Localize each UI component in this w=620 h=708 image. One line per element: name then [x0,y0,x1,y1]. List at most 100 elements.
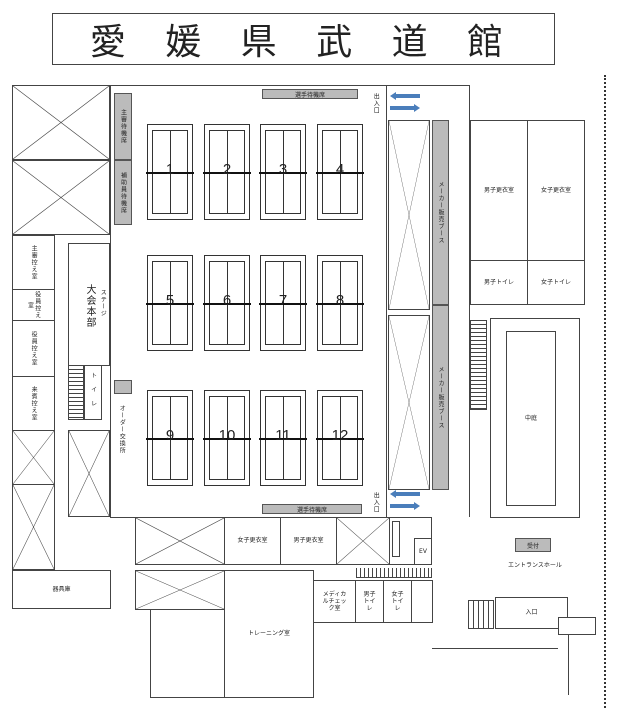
court-3: 3 [259,124,307,220]
court-6: 6 [203,255,251,351]
medical-check-room: メディカルチェック室 [313,580,356,623]
shelf [392,521,400,557]
title-box: 愛 媛 県 武 道 館 [52,13,555,65]
stairs [468,600,494,629]
void-area [135,570,225,610]
net [146,438,194,440]
court-9: 9 [146,390,194,486]
entrance-label: 出入口 [372,93,380,114]
player-waiting-seat: 選手待機席 [262,504,362,514]
net [203,438,251,440]
net [146,303,194,305]
void-area [388,315,430,490]
elevator: EV [414,538,432,565]
assistant-waiting-seat: 補助員待機席 [114,160,132,225]
net [316,438,364,440]
toilet: トイレ [84,365,102,420]
order-exchange-label: オーダー交換所 [118,405,126,454]
maker-booth: メーカー販売ブース [432,305,449,490]
void-area [12,85,110,160]
net [203,172,251,174]
women-toilet: 女子トイレ [527,260,585,305]
wall [432,648,558,649]
site-boundary [604,75,606,708]
entrance-label: 出入口 [372,492,380,513]
court-2: 2 [203,124,251,220]
wall [568,635,569,695]
wall [386,85,387,517]
officials-room: 役員控え室 [12,320,55,377]
men-changing-room: 男子更衣室 [280,517,337,565]
women-changing-room: 女子更衣室 [224,517,281,565]
reception: 受付 [515,538,551,552]
arrow-right-icon [390,104,420,112]
referee-room: 主審控え室 [12,235,55,290]
court-number: 6 [222,292,232,309]
void-area [12,160,110,235]
court-number: 3 [278,161,288,178]
order-exchange-box [114,380,132,394]
room [411,580,433,623]
court-7: 7 [259,255,307,351]
court-12: 12 [316,390,364,486]
court-number: 7 [278,292,288,309]
wall [110,517,135,518]
net [146,172,194,174]
court-5: 5 [146,255,194,351]
men-changing-room: 男子更衣室 [470,120,528,261]
net [203,303,251,305]
stairs [356,568,432,578]
void-area [68,430,110,517]
court-10: 10 [203,390,251,486]
court-number: 11 [275,427,291,444]
maker-booth: メーカー販売ブース [432,120,449,305]
court-number: 1 [165,161,175,178]
court-1: 1 [146,124,194,220]
net [316,303,364,305]
guest-room: 来賓控え室 [12,376,55,431]
main-entrance: 入口 [495,597,568,629]
arrow-right-icon [390,502,420,510]
women-changing-room: 女子更衣室 [527,120,585,261]
court-number: 4 [335,161,345,178]
men-toilet: 男子トイレ [470,260,528,305]
void-area [388,120,430,310]
void-area [336,517,390,565]
courtyard-inner: 中庭 [506,331,556,506]
stage-hq: 大会本部 ステージ [68,243,110,366]
arrow-left-icon [390,490,420,498]
entrance-hall-label: エントランスホール [508,562,562,569]
equipment-storage: 器具庫 [12,570,111,609]
net [259,172,307,174]
void-area [135,517,225,565]
net [259,303,307,305]
court-number: 12 [331,427,349,444]
court-number: 8 [335,292,345,309]
hall-wall [110,85,470,517]
courtyard: 中庭 [490,318,580,518]
court-4: 4 [316,124,364,220]
room [150,609,226,698]
court-number: 5 [165,292,175,309]
court-8: 8 [316,255,364,351]
women-toilet: 女子トイレ [383,580,412,623]
stairs [68,365,84,420]
men-toilet: 男子トイレ [355,580,384,623]
officials-room: 役員控え室 [12,289,55,321]
void-area [12,484,55,570]
court-number: 2 [222,161,232,178]
void-area [12,430,55,485]
gate [558,617,596,635]
page-title: 愛 媛 県 武 道 館 [89,22,518,63]
court-number: 10 [218,427,236,444]
player-waiting-seat: 選手待機席 [262,89,358,99]
stage-label: ステージ [99,289,107,317]
court-11: 11 [259,390,307,486]
referee-waiting-seat: 主審待機席 [114,93,132,160]
stairs [470,320,487,410]
hq-label: 大会本部 [84,284,95,328]
arrow-left-icon [390,92,420,100]
court-number: 9 [165,427,175,444]
net [259,438,307,440]
stair-core: EV [389,517,432,565]
